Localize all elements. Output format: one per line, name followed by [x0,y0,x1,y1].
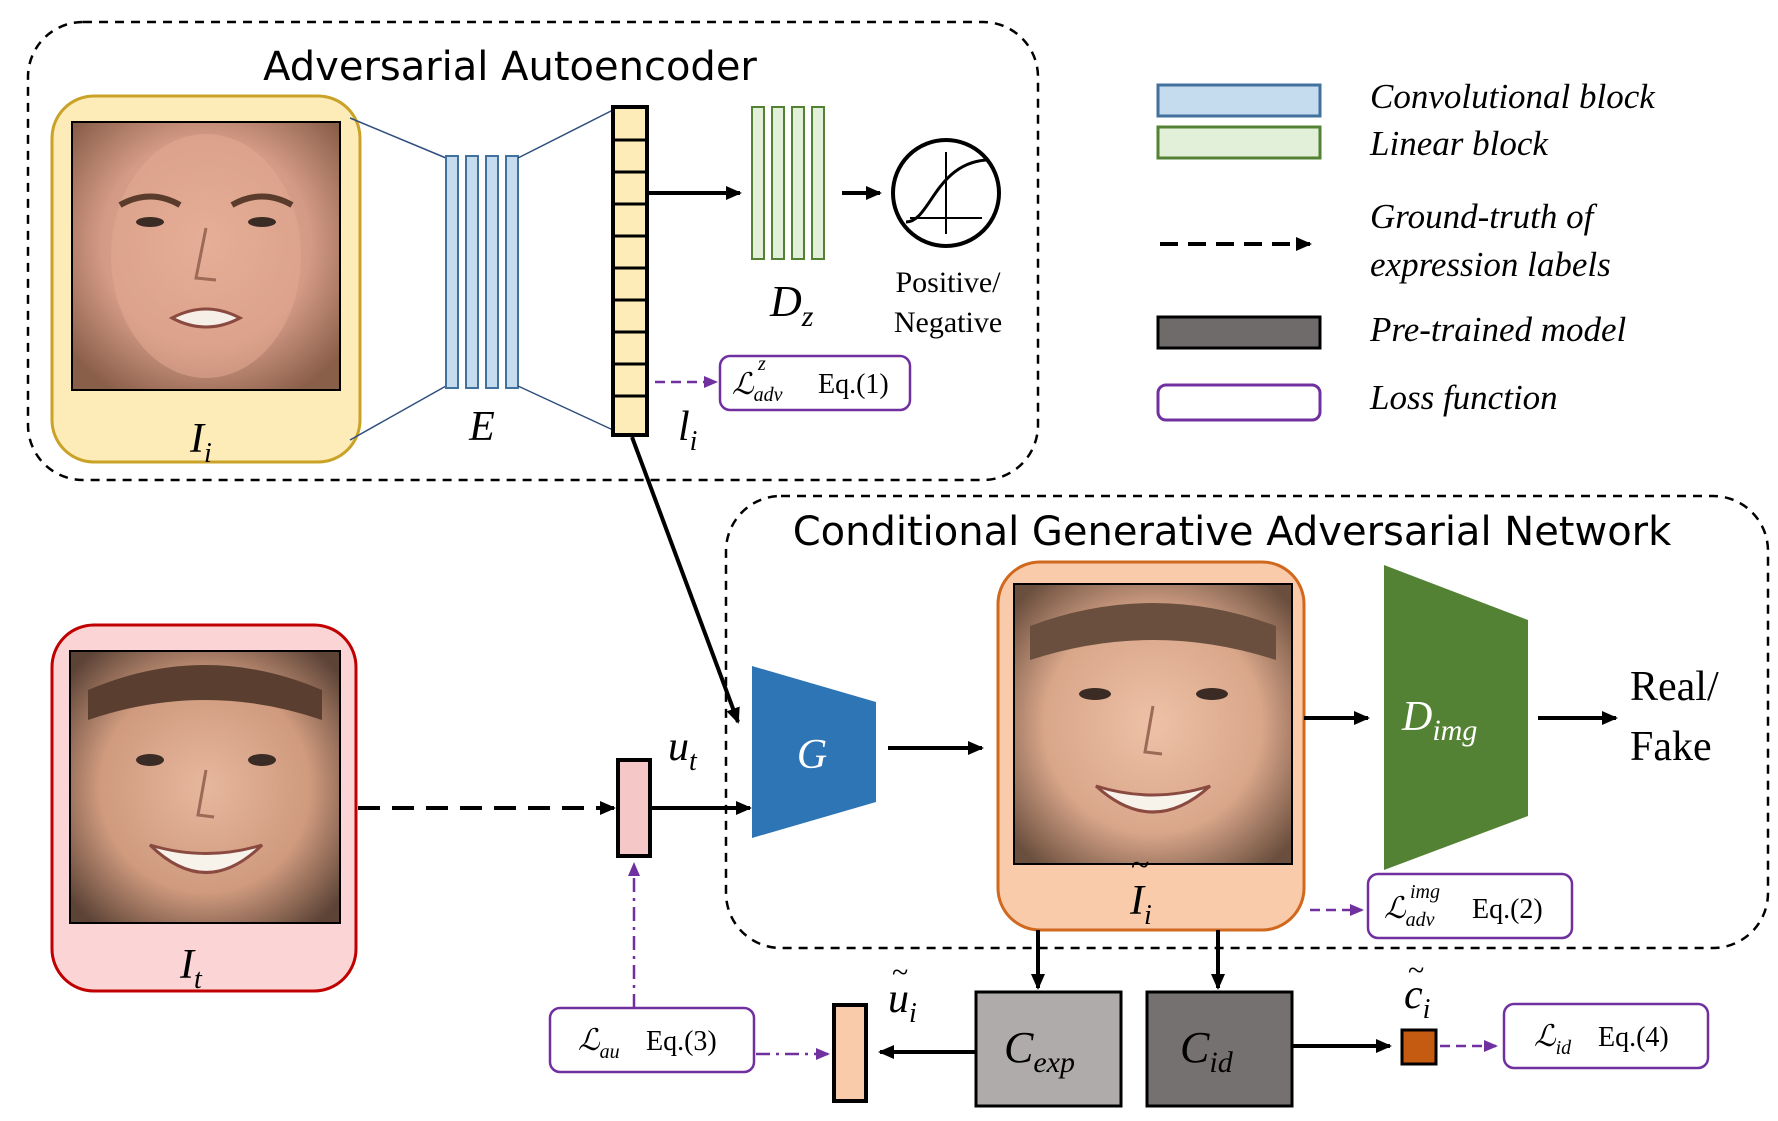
cexp-label: Cexp [1004,1023,1075,1079]
target-face-image [69,650,341,924]
input-to-encoder-line-bottom [349,385,447,441]
sigmoid-output-label-2: Negative [894,306,1002,339]
sigmoid-output-label-1: Positive/ [895,266,1001,299]
legend-conv-label: Convolutional block [1370,77,1656,116]
legend-pretrained-label: Pre-trained model [1369,310,1626,349]
pred-au-label: ui [888,976,917,1029]
loss-box-adv-z [718,354,912,412]
legend-linear-label: Linear block [1369,124,1549,163]
loss-au-symbol: ℒau [578,1024,620,1063]
legend-gt-label-1: Ground-truth of [1370,197,1598,236]
loss-adv-z-symbol: ℒadv [732,368,783,406]
generator [752,666,876,838]
latent-label: li [678,404,697,457]
dimg-label: Dimg [1401,694,1477,747]
dz-linear-blocks [751,106,825,260]
loss-adv-img-eq: Eq.(2) [1472,894,1543,925]
legend-gt-label-2: expression labels [1370,245,1611,284]
encoder-conv-blocks [445,155,519,389]
loss-id-symbol: ℒid [1534,1020,1572,1059]
au-vector-target [616,758,652,858]
loss-au-eq: Eq.(3) [646,1026,717,1057]
aae-section-title: Adversarial Autoencoder [263,44,757,90]
cgan-section-title: Conditional Generative Adversarial Netwo… [793,509,1672,555]
loss-box-adv-img [1366,872,1574,940]
loss-adv-z-sup: z [757,353,766,375]
generated-face-image [1013,583,1293,865]
loss-box-au [548,1006,756,1074]
generated-image-tilde: ~ [1131,847,1149,884]
generator-label: G [797,732,827,778]
pred-id-tilde: ~ [1408,954,1424,987]
legend-conv-swatch [1156,83,1322,118]
input-image-label: Ii [189,416,212,469]
cgan-section-border [724,494,1770,950]
loss-adv-img-sup: img [1410,881,1440,903]
discriminator-img [1384,565,1528,870]
generated-image-label: Ii [1129,878,1152,931]
au-vector-predicted [832,1003,868,1103]
cid-label: Cid [1180,1023,1234,1079]
loss-adv-img-symbol: ℒadv [1384,892,1435,931]
latent-vector [611,105,649,437]
input-to-encoder-line-top [349,117,447,159]
sigmoid-icon [891,138,1001,248]
realfake-label-1: Real/ [1630,664,1719,710]
loss-id-eq: Eq.(4) [1598,1022,1669,1053]
latent-to-generator-arrow [630,436,740,724]
aae-section-border [26,20,1040,482]
legend-loss-label: Loss function [1369,378,1558,417]
classifier-id [1145,990,1294,1108]
loss-box-id [1502,1002,1710,1070]
loss-adv-z-eq: Eq.(1) [818,369,889,400]
legend-loss-swatch [1156,383,1322,422]
realfake-label-2: Fake [1630,724,1712,770]
encoder-to-latent-line-bottom [517,385,614,431]
target-image-label: It [179,942,203,995]
legend-linear-swatch [1156,125,1322,160]
pred-au-tilde: ~ [892,956,908,989]
legend-pretrained-swatch [1156,315,1322,350]
input-face-image [71,121,341,391]
id-vector-predicted [1400,1028,1438,1066]
classifier-exp [974,990,1123,1108]
encoder-label: E [468,404,495,450]
au-vector-target-label: ut [668,724,698,777]
dz-label: Dz [769,277,814,333]
pred-id-label: ci [1404,972,1430,1025]
encoder-to-latent-line-top [517,109,614,159]
